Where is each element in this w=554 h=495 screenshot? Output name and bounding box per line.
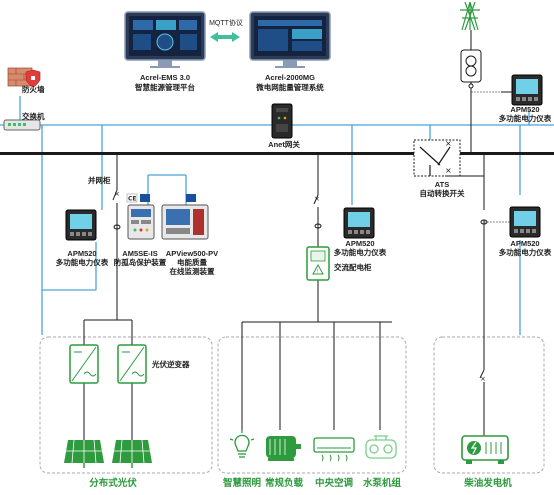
load-ac-label: 中央空调 [315, 477, 353, 489]
firewall-icon [7, 67, 41, 88]
ats-name: ATS [435, 180, 449, 189]
firewall-label: 防火墙 [22, 84, 45, 94]
generator-group-box [433, 336, 545, 474]
ems-name: Acrel-EMS 3.0 [140, 73, 190, 82]
switch-label: 交换机 [22, 111, 45, 121]
gen-ct-icon [480, 219, 488, 225]
mg-desc: 微电网能量管理系统 [255, 82, 324, 92]
meter-gen-model: APM520 [510, 239, 539, 248]
apview-desc1: 电能质量 [177, 257, 207, 267]
brand-logo-icon [140, 194, 150, 202]
load-pump-label: 水泵机组 [363, 477, 402, 489]
apview-brand-icon [186, 194, 196, 202]
pump-icon [365, 435, 397, 459]
pv-group-box [39, 336, 213, 474]
meter-top-right-model: APM520 [510, 105, 539, 114]
meter-top-right-desc: 多功能电力仪表 [499, 113, 552, 123]
pv-ct-icon [113, 224, 121, 230]
svg-text:×: × [445, 166, 452, 175]
ats-desc: 自动转换开关 [420, 188, 465, 198]
protocol-label: MQTT协议 [209, 18, 243, 27]
inverter-icon-1 [69, 344, 99, 384]
ac-cabinet-label: 交流配电柜 [334, 262, 372, 272]
apview-name: APView500-PV [166, 249, 218, 258]
inverter-label: 光伏逆变器 [151, 359, 190, 369]
switch-icon [3, 119, 41, 131]
load-lighting-label: 智慧照明 [223, 477, 262, 489]
ac-feeder [241, 155, 392, 430]
tower-icon [460, 1, 480, 31]
apview-device-icon [161, 204, 209, 240]
pv-group-label: 分布式光伏 [89, 477, 137, 489]
grid-cabinet-label: 并网柜 [88, 175, 111, 185]
ems-desc: 智慧能源管理平台 [135, 82, 195, 92]
main-bus-right [460, 152, 554, 155]
pv-panel-icon-1 [64, 439, 104, 468]
lighting-icon [229, 430, 255, 458]
meter-icon-pv [65, 209, 97, 241]
ems-monitor-icon [124, 11, 206, 68]
ce-logo-icon: CE [126, 193, 138, 203]
inverter-icon-2 [117, 344, 147, 384]
amsse-device-icon [127, 204, 155, 240]
meter-icon-top-right [511, 74, 543, 106]
ac-ct-icon [314, 223, 322, 229]
meter-icon-ac [343, 207, 375, 239]
svg-text:!: ! [317, 269, 319, 275]
gen-feeder [445, 155, 510, 436]
generator-icon [461, 435, 509, 464]
svg-text:×: × [445, 139, 452, 148]
amsse-desc: 防孤岛保护装置 [114, 257, 167, 267]
gateway-label: Anet网关 [268, 139, 300, 149]
mqtt-arrow-icon [210, 32, 240, 42]
load-normal-label: 常规负载 [265, 477, 304, 489]
ac-cabinet-icon: ! [306, 246, 330, 281]
gateway-icon [271, 103, 293, 139]
generator-label: 柴油发电机 [463, 477, 512, 489]
meter-icon-gen [509, 206, 541, 238]
mg-monitor-icon [249, 11, 331, 68]
load-group-box [217, 336, 407, 474]
transformer-icon [460, 30, 482, 140]
meter-pv-model: APM520 [67, 249, 96, 258]
air-conditioner-icon [313, 437, 355, 462]
meter-pv-desc: 多功能电力仪表 [56, 257, 109, 267]
motor-icon [266, 436, 301, 461]
gen-breaker-icon: × [480, 375, 486, 383]
meter-gen-desc: 多功能电力仪表 [499, 247, 552, 257]
pv-panel-icon-2 [112, 439, 152, 468]
pv-feeder [83, 155, 133, 440]
meter-ac-model: APM520 [345, 239, 374, 248]
meter-ac-desc: 多功能电力仪表 [334, 247, 387, 257]
amsse-name: AM5SE-IS [122, 249, 157, 258]
svg-text:CE: CE [128, 196, 137, 203]
apview-desc2: 在线监测装置 [170, 266, 215, 276]
ac-breaker-icon: × [314, 195, 320, 203]
pv-breaker-icon: × [114, 190, 120, 198]
ats-icon: × × [403, 139, 461, 177]
main-bus [0, 152, 414, 155]
mg-name: Acrel-2000MG [265, 73, 315, 82]
